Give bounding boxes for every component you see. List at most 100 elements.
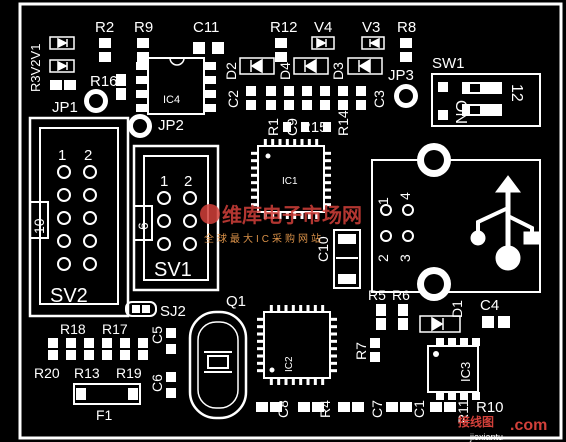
ic-pin	[321, 378, 325, 385]
ic-pin	[257, 369, 264, 373]
label-c1: C1	[411, 400, 427, 418]
sv2-pin10: 10	[31, 218, 47, 234]
ic-pin	[271, 139, 275, 146]
sv1-pin6: 6	[135, 222, 151, 230]
ic-pin	[257, 332, 264, 336]
label-jp1: JP1	[52, 99, 78, 116]
diode-v2	[49, 36, 75, 50]
diode-d1	[419, 315, 461, 333]
header-pin	[157, 214, 171, 228]
ic-pin	[251, 181, 258, 185]
ic-pin	[313, 378, 317, 385]
label-c6: C6	[149, 374, 165, 392]
header-pin	[57, 165, 71, 179]
label-ic2: IC2	[284, 356, 295, 372]
sv1-pin1: 1	[160, 173, 168, 190]
usb-icon	[470, 175, 541, 271]
ic-pin	[251, 173, 258, 177]
ic-pin	[306, 305, 310, 312]
diode-v4	[311, 36, 335, 50]
watermark-sub: 全球最大IC采购网站	[204, 232, 324, 245]
sj2-jumper	[125, 301, 157, 317]
jp3-pad	[394, 84, 418, 108]
ic-pin	[257, 325, 264, 329]
label-d1: D1	[449, 300, 465, 318]
ic-pin	[330, 361, 337, 365]
label-r17: R17	[102, 321, 128, 337]
label-c3: C3	[371, 90, 387, 108]
usb-pin2: 2	[375, 254, 391, 262]
board-outline	[18, 2, 563, 440]
label-sv2: SV2	[50, 285, 88, 307]
jp1-pad	[84, 89, 108, 113]
ic-pin	[257, 354, 264, 358]
label-r20: R20	[34, 365, 60, 381]
r3-pads	[50, 80, 76, 90]
ic-pin	[291, 378, 295, 385]
ic-pin	[251, 195, 258, 199]
r-row-pads	[48, 328, 176, 360]
label-c10: C10	[315, 236, 331, 262]
ic-pin	[330, 317, 337, 321]
ic-pin	[306, 378, 310, 385]
header-pin	[57, 188, 71, 202]
c10-cap	[333, 229, 361, 289]
ic-pin	[330, 354, 337, 358]
ic-pin	[324, 173, 331, 177]
ic2: IC2	[257, 305, 337, 385]
ic-pin	[300, 212, 304, 219]
watermark-bottom-url: jiexiantu	[469, 432, 503, 442]
label-r1: R1	[265, 118, 281, 136]
header-pin	[57, 257, 71, 271]
ic-pin	[251, 188, 258, 192]
label-ic4: IC4	[163, 94, 180, 106]
ic-pin	[284, 378, 288, 385]
ic-pin	[269, 305, 273, 312]
ic-pin	[324, 195, 331, 199]
label-sj2: SJ2	[160, 303, 186, 320]
ic-pin	[251, 159, 258, 163]
label-r16: R16	[90, 73, 118, 90]
ic-pin	[300, 139, 304, 146]
ic-pin	[277, 305, 281, 312]
ic-pin	[299, 305, 303, 312]
ic-pin	[285, 212, 289, 219]
ic-pin	[278, 139, 282, 146]
label-jp2: JP2	[158, 117, 184, 134]
label-f1: F1	[96, 407, 113, 423]
header-pin	[83, 188, 97, 202]
ic-pin	[330, 347, 337, 351]
diode-d2	[239, 57, 275, 75]
ic-pin	[315, 212, 319, 219]
label-ic3: IC3	[458, 362, 473, 382]
header-pin	[157, 191, 171, 205]
diode-d4	[293, 57, 329, 75]
label-r12: R12	[270, 19, 298, 36]
label-r11: R11	[455, 399, 471, 424]
ic-pin	[257, 339, 264, 343]
label-c2: C2	[225, 90, 241, 108]
watermark-bottom-domain: .com	[510, 417, 547, 434]
top-row-pads	[99, 38, 412, 62]
label-r10: R10	[476, 399, 504, 416]
label-r5: R5	[368, 287, 386, 303]
ic3: IC3	[427, 338, 480, 400]
label-r19: R19	[116, 365, 142, 381]
header-pin	[183, 191, 197, 205]
sv2-pin1: 1	[58, 147, 66, 164]
r5-r6-pads	[376, 304, 510, 330]
cap-pad-row	[246, 86, 366, 110]
label-c11: C11	[193, 19, 219, 36]
ic-pin	[330, 339, 337, 343]
ic-pin	[257, 347, 264, 351]
ic-pin	[285, 139, 289, 146]
ic1: IC1	[251, 139, 331, 219]
sv2-pin2: 2	[84, 147, 92, 164]
header-pin	[83, 211, 97, 225]
bottom-watermark: 接线图 .com jiexiantu	[458, 414, 547, 442]
ic-pin	[251, 166, 258, 170]
label-r18: R18	[60, 321, 86, 337]
watermark-main: 维库电子市场网	[222, 203, 362, 227]
header-pin	[183, 237, 197, 251]
ic-pin	[324, 181, 331, 185]
